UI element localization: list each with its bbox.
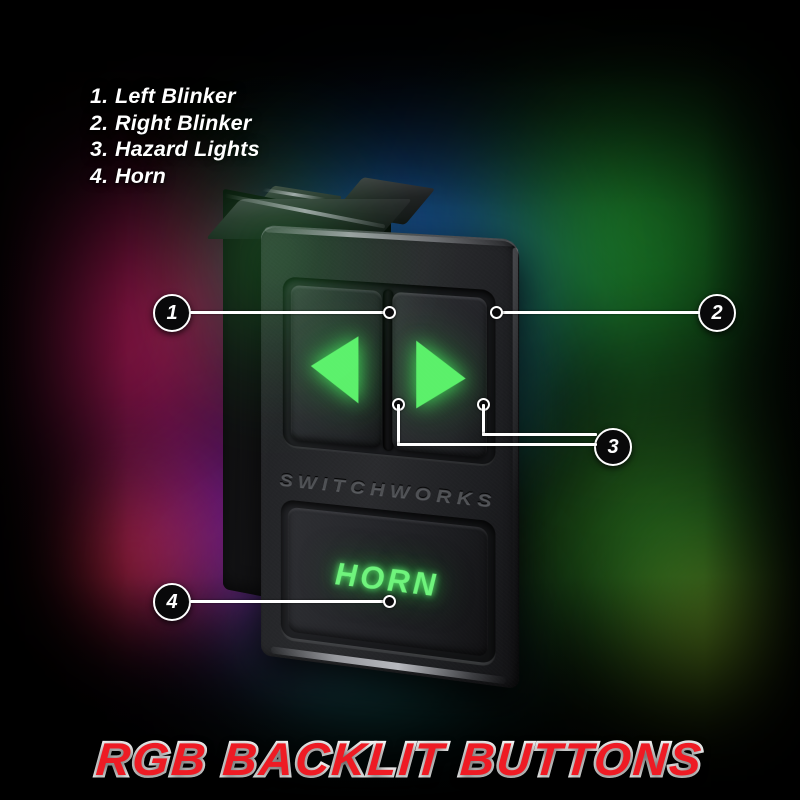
callout-bracket-rail-upper [482, 433, 597, 436]
list-item-number: 4. [90, 163, 109, 188]
list-item: 1. Left Blinker [90, 83, 260, 110]
list-item: 2. Right Blinker [90, 110, 260, 137]
callout-number: 1 [166, 301, 178, 324]
list-item-label: Right Blinker [115, 110, 252, 135]
callout-endpoint-dot-1 [383, 306, 396, 319]
list-item-number: 2. [90, 110, 109, 135]
callout-marker-2[interactable]: 2 [698, 294, 736, 332]
callout-bracket-stem-left [397, 404, 400, 446]
banner-title: RGB BACKLIT BUTTONS [92, 730, 708, 787]
callout-endpoint-dot-4 [383, 595, 396, 608]
callout-number: 3 [607, 435, 619, 458]
list-item-number: 1. [90, 84, 109, 108]
callout-number: 2 [711, 301, 723, 324]
callout-number: 4 [166, 590, 178, 613]
callout-marker-3[interactable]: 3 [594, 428, 632, 466]
callout-leader-line-2 [496, 311, 700, 314]
callout-endpoint-dot-2 [490, 306, 503, 319]
feature-legend-list: 1. Left Blinker 2. Right Blinker 3. Haza… [90, 83, 260, 189]
list-item-label: Hazard Lights [115, 137, 260, 161]
callout-leader-line-1 [190, 311, 389, 314]
list-item-number: 3. [90, 137, 109, 161]
list-item: 3. Hazard Lights [90, 136, 260, 163]
callout-leader-line-4 [190, 600, 389, 603]
list-item-label: Horn [115, 163, 166, 188]
callout-bracket-stem-right [482, 404, 485, 436]
list-item-label: Left Blinker [115, 84, 236, 108]
list-item: 4. Horn [90, 163, 260, 190]
callout-marker-4[interactable]: 4 [153, 583, 191, 621]
callout-marker-1[interactable]: 1 [153, 294, 191, 332]
bottom-banner: RGB BACKLIT BUTTONS [0, 730, 800, 787]
callout-bracket-rail-lower [397, 443, 597, 446]
